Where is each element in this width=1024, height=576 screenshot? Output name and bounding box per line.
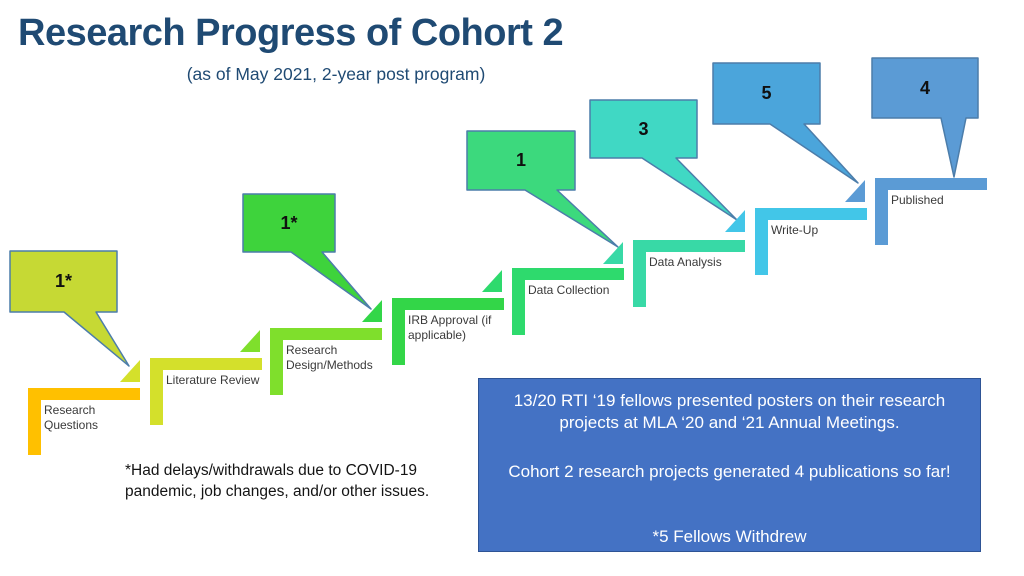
slide-subtitle: (as of May 2021, 2-year post program)	[186, 64, 486, 84]
callout-count: 1*	[280, 212, 298, 233]
step-label: Published	[891, 193, 944, 207]
step-tread	[633, 240, 745, 252]
step-label: IRB Approval (if applicable)	[408, 313, 492, 342]
footnote: *Had delays/withdrawals due to COVID-19 …	[125, 460, 429, 503]
step-riser	[270, 328, 283, 395]
step-label: Research Questions	[44, 403, 99, 432]
step-label: Literature Review	[166, 373, 260, 387]
footnote-line: pandemic, job changes, and/or other issu…	[125, 483, 430, 501]
step-riser	[633, 240, 646, 307]
step-riser	[512, 268, 525, 335]
summary-line: Cohort 2 research projects generated 4 p…	[508, 462, 951, 482]
callout-count: 3	[638, 118, 649, 139]
step-tread	[875, 178, 987, 190]
callout-count: 1	[515, 150, 526, 170]
step-label: Research Design/Methods	[286, 343, 373, 372]
callout-bubble-2	[242, 193, 372, 310]
callout-bubble-3	[466, 130, 619, 248]
step-riser	[755, 208, 768, 275]
footnote-line: *Had delays/withdrawals due to COVID-19	[125, 462, 418, 479]
slide-title: Research Progress of Cohort 2	[18, 12, 564, 54]
summary-box: 13/20 RTI ‘19 fellows presented posters …	[478, 378, 981, 552]
step-riser	[392, 298, 405, 365]
step-riser	[28, 388, 41, 455]
summary-line: 13/20 RTI ‘19 fellows presented posters …	[513, 391, 946, 410]
callout-bubble-6	[871, 57, 979, 178]
step-tread	[150, 358, 262, 370]
callout-bubble-4	[589, 99, 738, 221]
step-riser	[150, 358, 163, 425]
step-label: Data Collection	[528, 283, 610, 297]
step-label: Data Analysis	[649, 255, 722, 269]
callout-count: 5	[761, 83, 772, 103]
summary-line: projects at MLA ‘20 and ‘21 Annual Meeti…	[559, 413, 900, 433]
step-tread	[512, 268, 624, 280]
step-label: Write-Up	[771, 223, 819, 237]
callout-count: 1*	[54, 271, 72, 291]
step-tread	[28, 388, 140, 400]
callout-count: 4	[919, 77, 930, 98]
step-tread	[392, 298, 504, 310]
summary-line: *5 Fellows Withdrew	[652, 527, 807, 547]
step-tread	[270, 328, 382, 340]
callout-bubble-5	[712, 62, 859, 184]
step-riser	[875, 178, 888, 245]
step-tread	[755, 208, 867, 220]
callout-bubble-1	[9, 250, 130, 367]
